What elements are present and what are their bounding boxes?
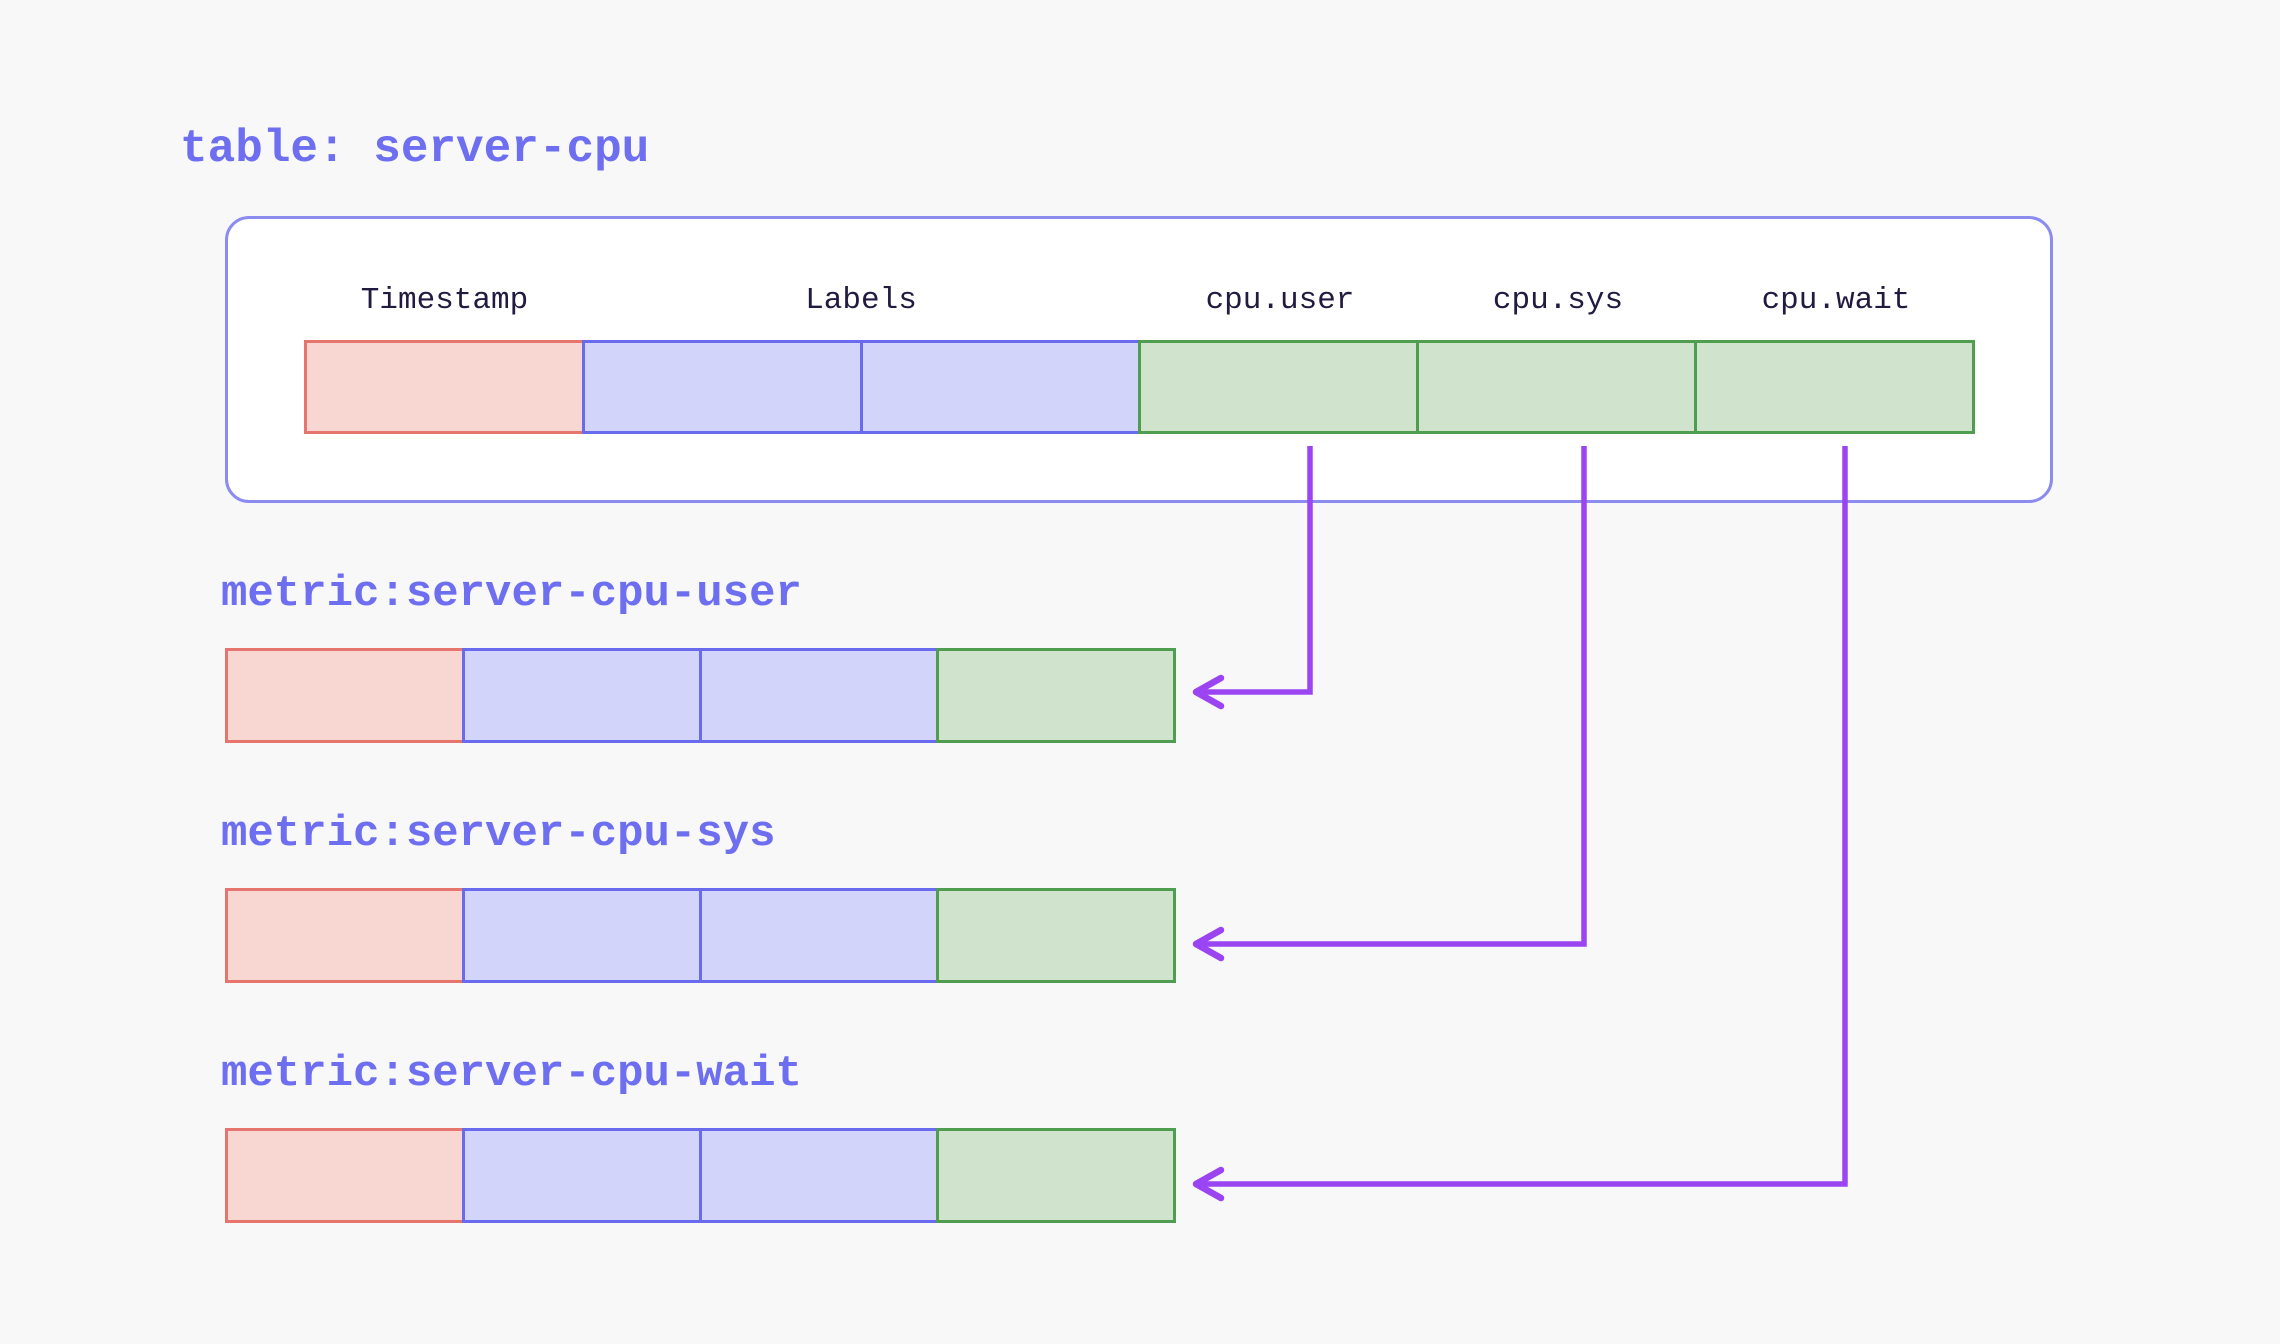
value-cell bbox=[936, 648, 1176, 743]
metric-row-server-cpu-sys bbox=[225, 888, 1176, 983]
labels-cell-1 bbox=[462, 648, 702, 743]
timestamp-cell bbox=[304, 340, 585, 434]
column-header-cpu-sys: cpu.sys bbox=[1492, 283, 1624, 318]
value-cell bbox=[936, 888, 1176, 983]
value-cell-cpu-wait bbox=[1694, 340, 1975, 434]
table-row bbox=[304, 340, 1975, 434]
timestamp-cell bbox=[225, 888, 465, 983]
timestamp-cell bbox=[225, 648, 465, 743]
labels-cell-1 bbox=[582, 340, 863, 434]
labels-cell-2 bbox=[699, 1128, 939, 1223]
labels-cell-2 bbox=[699, 648, 939, 743]
value-cell-cpu-sys bbox=[1416, 340, 1697, 434]
metric-label-server-cpu-sys: metric:server-cpu-sys bbox=[221, 809, 776, 859]
column-header-labels: Labels bbox=[805, 283, 917, 318]
labels-cell-1 bbox=[462, 888, 702, 983]
labels-cell-2 bbox=[860, 340, 1141, 434]
value-cell bbox=[936, 1128, 1176, 1223]
timestamp-cell bbox=[225, 1128, 465, 1223]
arrow-cpu-sys bbox=[1192, 446, 1587, 962]
table-title: table: server-cpu bbox=[180, 123, 650, 175]
metric-row-server-cpu-user bbox=[225, 648, 1176, 743]
labels-cell-2 bbox=[699, 888, 939, 983]
arrow-cpu-wait bbox=[1192, 446, 1848, 1202]
metric-row-server-cpu-wait bbox=[225, 1128, 1176, 1223]
labels-cell-1 bbox=[462, 1128, 702, 1223]
metric-label-server-cpu-user: metric:server-cpu-user bbox=[221, 569, 802, 619]
column-header-timestamp: Timestamp bbox=[360, 283, 529, 318]
value-cell-cpu-user bbox=[1138, 340, 1419, 434]
column-header-cpu-wait: cpu.wait bbox=[1761, 283, 1911, 318]
metric-label-server-cpu-wait: metric:server-cpu-wait bbox=[221, 1049, 802, 1099]
column-header-cpu-user: cpu.user bbox=[1205, 283, 1355, 318]
